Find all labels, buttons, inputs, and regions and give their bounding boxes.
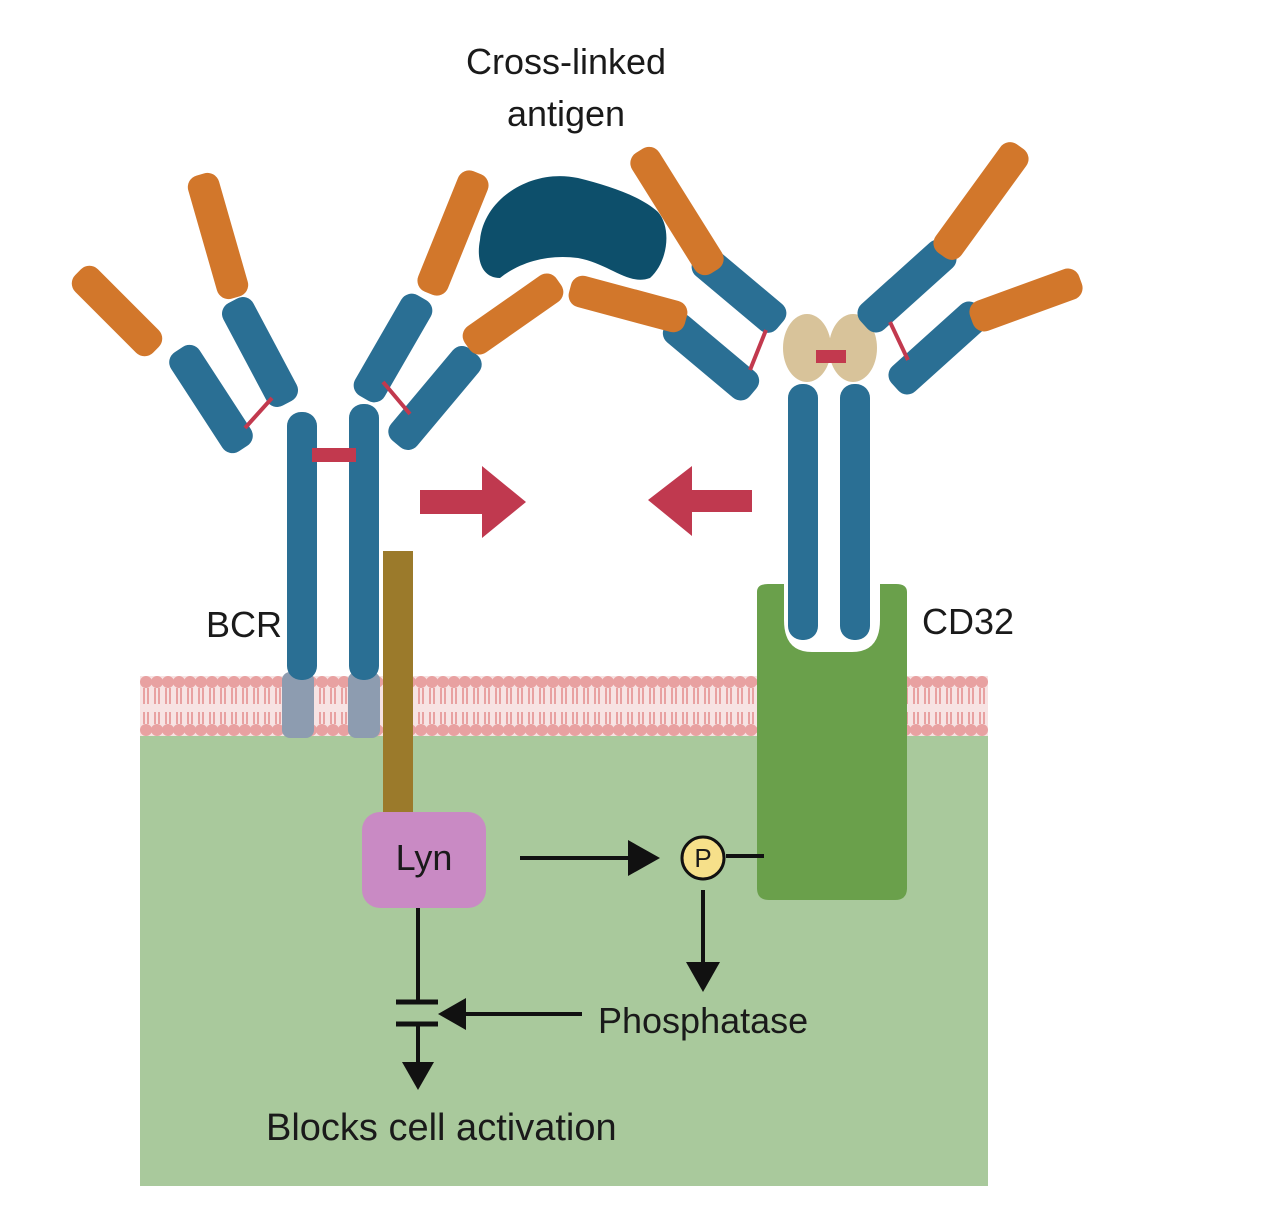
arrowhead-p-to-phosphatase xyxy=(686,962,720,992)
bcr-heavy-chain-left xyxy=(287,412,317,680)
cd32-chain-left xyxy=(788,384,818,640)
phospho-label: P xyxy=(694,843,711,873)
lyn-label: Lyn xyxy=(396,837,453,878)
cross-linked-antigen xyxy=(478,176,667,280)
cd32-chain-right xyxy=(840,384,870,640)
cd32-disulfide-bond xyxy=(816,350,846,363)
cd32-body xyxy=(757,584,907,900)
arrow-left-shape xyxy=(648,466,752,536)
cd32-left-arm xyxy=(568,146,787,401)
bcr-transmembrane-left xyxy=(282,672,314,738)
bcr-label: BCR xyxy=(206,604,282,645)
antigen-label-line1: Cross-linked xyxy=(466,41,666,82)
bcr-disulfide-bond xyxy=(312,448,356,462)
phosphatase-label: Phosphatase xyxy=(598,1000,808,1041)
cd32-hinge-left xyxy=(783,314,831,382)
cd32-hinge-right xyxy=(829,314,877,382)
cd32-receptor xyxy=(568,142,1083,900)
cd32-label: CD32 xyxy=(922,601,1014,642)
lyn-anchor xyxy=(383,551,413,821)
cd32-right-arm xyxy=(857,142,1083,395)
outcome-label: Blocks cell activation xyxy=(266,1107,617,1149)
arrowhead-lyn-to-p xyxy=(628,840,660,876)
bcr-transmembrane-right xyxy=(348,672,380,738)
antigen-label-line2: antigen xyxy=(507,93,625,134)
arrow-right-shape xyxy=(420,466,526,538)
lyn-kinase xyxy=(362,812,486,908)
phospho-group xyxy=(680,835,726,881)
bcr-receptor xyxy=(71,170,564,738)
arrowhead-block-down xyxy=(402,1062,434,1090)
bcr-left-arm xyxy=(71,172,299,454)
arrowhead-phosphatase-to-block xyxy=(438,998,466,1030)
bcr-right-arm xyxy=(353,170,564,450)
bcr-heavy-chain-right xyxy=(349,404,379,680)
